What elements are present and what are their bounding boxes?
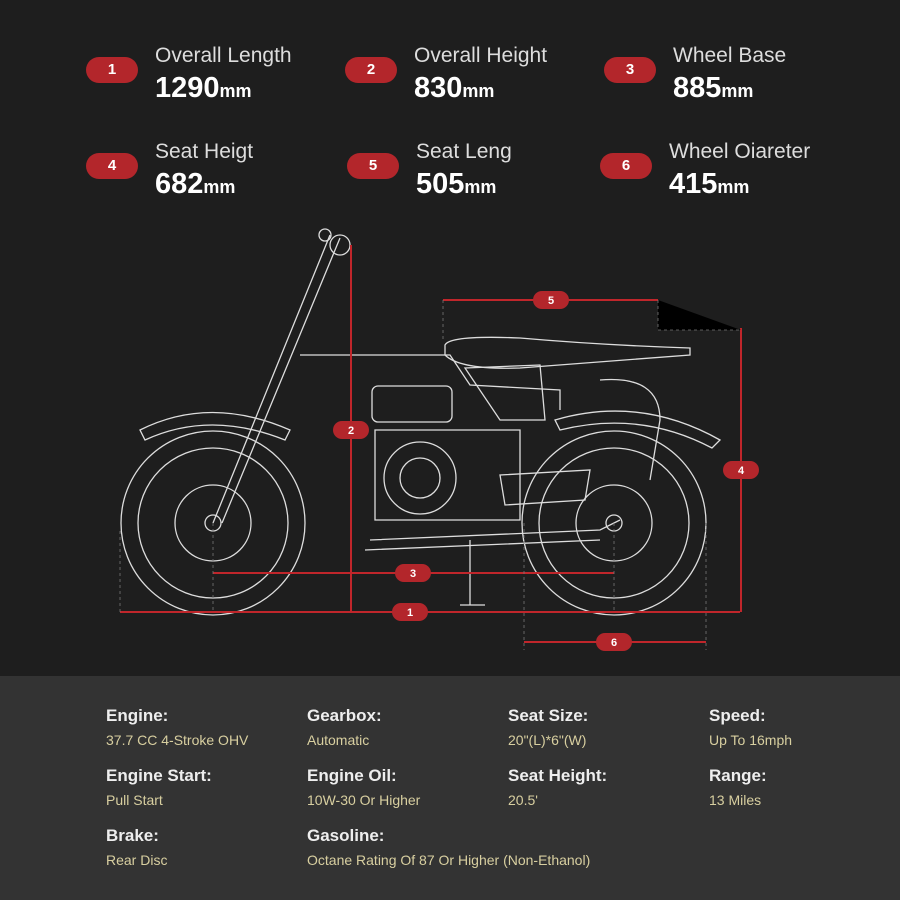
motorcycle-diagram: 1 2 3 4 5 6 (119, 228, 759, 651)
number-badge: 1 (86, 57, 138, 83)
spec-label: Wheel Base (673, 44, 787, 67)
detail-label: Seat Height: (508, 766, 608, 785)
detail-label: Speed: (709, 706, 766, 725)
svg-text:6: 6 (611, 637, 617, 649)
spec-value: 885mm (673, 72, 754, 104)
svg-text:1: 1 (407, 607, 413, 619)
spec-seat-leng: 5 Seat Leng 505mm (347, 140, 597, 200)
spec-overall-length: 1 Overall Length 1290mm (86, 44, 336, 104)
detail-value: Octane Rating Of 87 Or Higher (Non-Ethan… (307, 852, 591, 868)
detail-value: 20.5' (508, 792, 538, 808)
detail-label: Gasoline: (307, 826, 385, 845)
detail-engine: Engine: 37.7 CC 4-Stroke OHV (106, 706, 366, 748)
spec-label: Seat Heigt (155, 140, 254, 163)
number-badge: 3 (604, 57, 656, 83)
svg-text:5: 5 (548, 295, 554, 307)
detail-value: 37.7 CC 4-Stroke OHV (106, 732, 249, 748)
dimension-marker-2: 2 (333, 421, 369, 439)
detail-value: Rear Disc (106, 852, 168, 868)
dimension-guides (119, 300, 741, 650)
detail-label: Seat Size: (508, 706, 589, 725)
spec-overall-height: 2 Overall Height 830mm (345, 44, 595, 104)
detail-seat-size: Seat Size: 20"(L)*6"(W) (508, 706, 768, 748)
number-badge: 4 (86, 153, 138, 179)
spec-value: 682mm (155, 168, 236, 200)
detail-value: 10W-30 Or Higher (307, 792, 421, 808)
spec-label: Seat Leng (416, 140, 512, 163)
dimension-marker-5: 5 (533, 291, 569, 309)
detail-seat-height: Seat Height: 20.5' (508, 766, 768, 808)
spec-value: 1290mm (155, 72, 252, 104)
dimension-marker-1: 1 (392, 603, 428, 621)
spec-wheel-oiareter: 6 Wheel Oiareter 415mm (600, 140, 850, 200)
detail-gearbox: Gearbox: Automatic (307, 706, 567, 748)
svg-text:2: 2 (348, 425, 354, 437)
detail-label: Brake: (106, 826, 159, 845)
detail-label: Engine Start: (106, 766, 212, 785)
spec-label: Overall Length (155, 44, 292, 67)
svg-text:4: 4 (738, 465, 745, 477)
detail-value: Automatic (307, 732, 370, 748)
detail-gasoline: Gasoline: Octane Rating Of 87 Or Higher (… (307, 826, 707, 868)
detail-range: Range: 13 Miles (709, 766, 900, 808)
detail-value: Up To 16mph (709, 732, 793, 748)
detail-label: Engine: (106, 706, 169, 725)
number-badge: 6 (600, 153, 652, 179)
details-panel: Engine: 37.7 CC 4-Stroke OHV Gearbox: Autom… (0, 676, 900, 900)
detail-label: Engine Oil: (307, 766, 397, 785)
detail-value: 13 Miles (709, 792, 762, 808)
spec-value: 415mm (669, 168, 750, 200)
detail-value: 20"(L)*6"(W) (508, 732, 587, 748)
detail-engine-start: Engine Start: Pull Start (106, 766, 366, 808)
svg-text:3: 3 (410, 568, 416, 580)
spec-wheel-base: 3 Wheel Base 885mm (604, 44, 854, 104)
spec-label: Wheel Oiareter (669, 140, 811, 163)
detail-engine-oil: Engine Oil: 10W-30 Or Higher (307, 766, 567, 808)
detail-speed: Speed: Up To 16mph (709, 706, 900, 748)
spec-label: Overall Height (414, 44, 548, 67)
detail-brake: Brake: Rear Disc (106, 826, 366, 868)
spec-seat-heigt: 4 Seat Heigt 682mm (86, 140, 336, 200)
spec-value: 505mm (416, 168, 497, 200)
detail-value: Pull Start (106, 792, 163, 808)
detail-label: Range: (709, 766, 767, 785)
dimension-marker-3: 3 (395, 564, 431, 582)
dimension-marker-4: 4 (723, 461, 759, 479)
dimension-marker-6: 6 (596, 633, 632, 651)
spec-value: 830mm (414, 72, 495, 104)
motorcycle-line-art (120, 228, 722, 616)
detail-label: Gearbox: (307, 706, 382, 725)
number-badge: 5 (347, 153, 399, 179)
number-badge: 2 (345, 57, 397, 83)
